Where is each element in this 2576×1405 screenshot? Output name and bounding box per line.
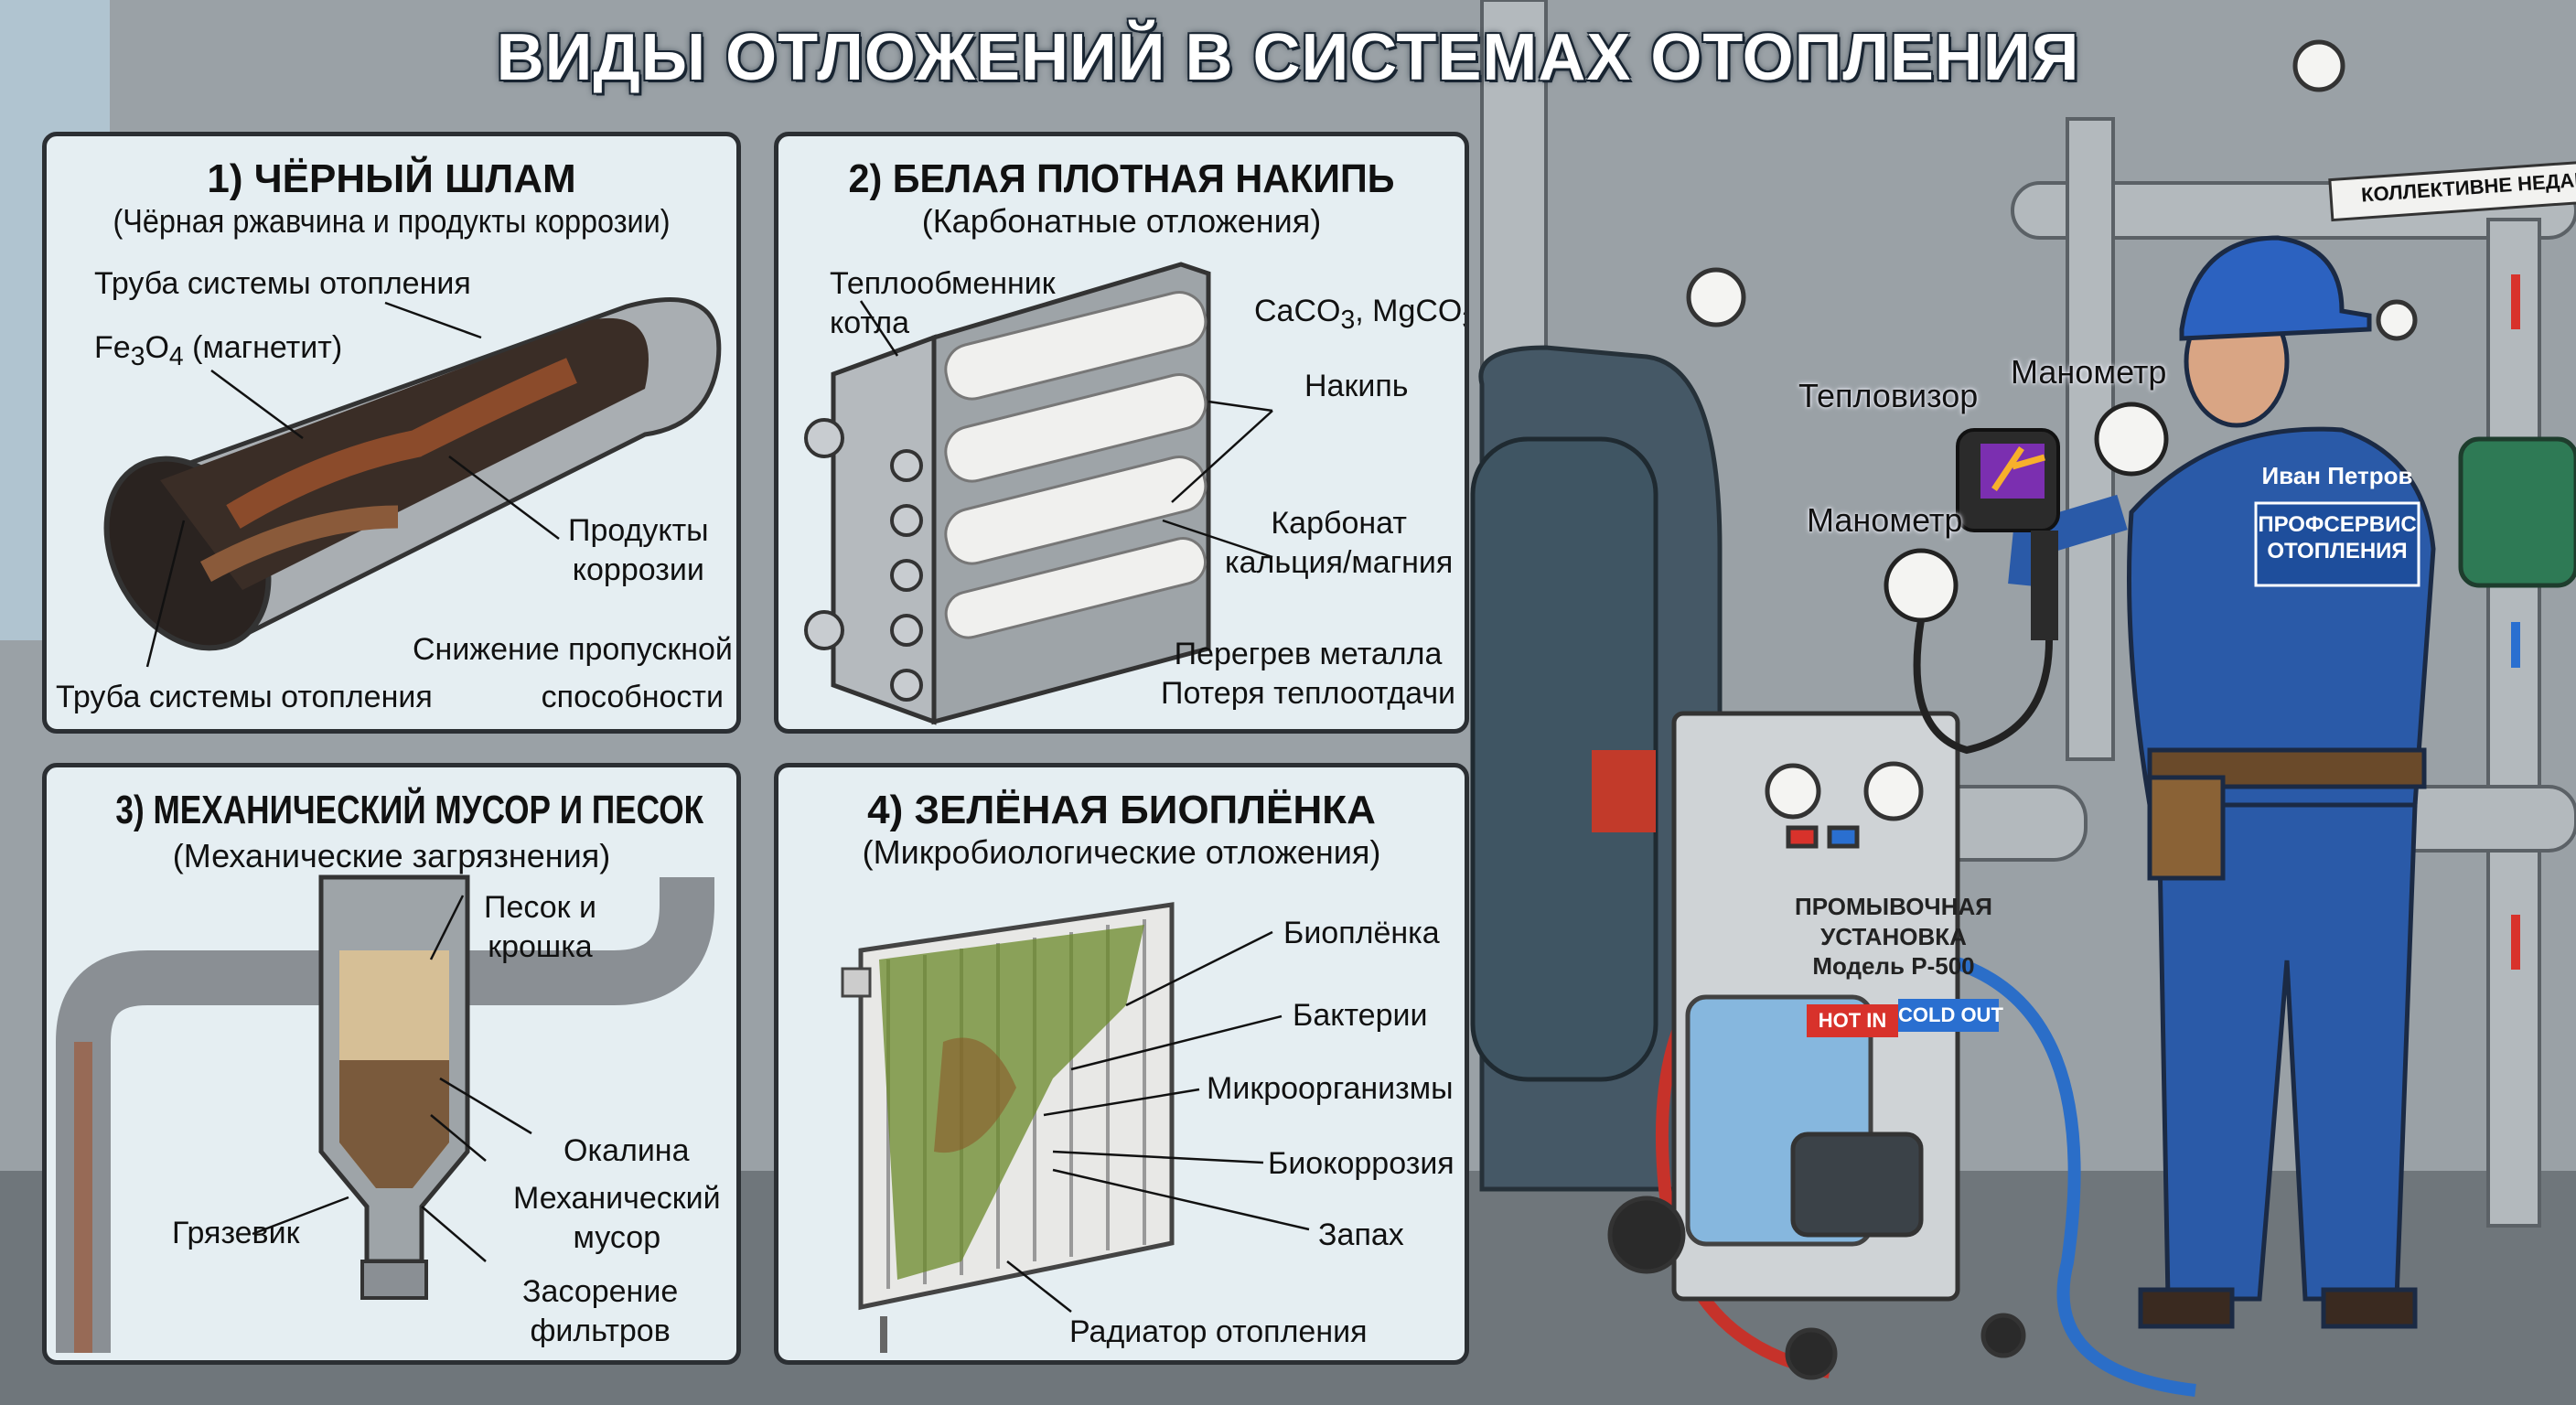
worker-name: Иван Петров bbox=[2261, 462, 2413, 489]
label-biocorrosion: Биокоррозия bbox=[1268, 1146, 1454, 1181]
label-pipe-top: Труба системы отопления bbox=[94, 266, 471, 301]
panel-subtitle: (Чёрная ржавчина и продукты коррозии) bbox=[113, 202, 671, 240]
formula-part: , MgCO bbox=[1355, 294, 1463, 328]
thermal-camera-label: Тепловизор bbox=[1798, 377, 1979, 414]
label-odor: Запах bbox=[1318, 1217, 1404, 1252]
infographic-title: ВИДЫ ОТЛОЖЕНИЙ В СИСТЕМАХ ОТОПЛЕНИЯ bbox=[496, 21, 2080, 94]
radiator-illustration bbox=[841, 902, 1310, 1353]
corroded-pipe-illustration bbox=[103, 297, 722, 668]
heat-exchanger-illustration bbox=[804, 262, 1273, 725]
label-scale: Накипь bbox=[1304, 369, 1409, 403]
panel-heading: 2) БЕЛАЯ ПЛОТНАЯ НАКИПЬ bbox=[848, 156, 1395, 201]
panel-subtitle: (Карбонатные отложения) bbox=[921, 202, 1322, 240]
label-formula: CaCO3, MgCO3 bbox=[1254, 292, 1465, 337]
gauge-label-upper: Манометр bbox=[2011, 353, 2167, 391]
panel-green-biofilm: 4) ЗЕЛЁНАЯ БИОПЛЁНКА (Микробиологические… bbox=[774, 763, 1469, 1365]
formula-sub: 3 bbox=[1340, 305, 1356, 335]
label-microorganisms: Микроорганизмы bbox=[1207, 1071, 1454, 1106]
formula-sub: 3 bbox=[130, 341, 145, 371]
panel-subtitle: (Микробиологические отложения) bbox=[862, 833, 1381, 871]
label-sand: Песок и крошка bbox=[484, 890, 596, 964]
label-scale-flakes: Окалина bbox=[564, 1133, 690, 1168]
panel-heading: 3) МЕХАНИЧЕСКИЙ МУСОР И ПЕСОК bbox=[115, 788, 704, 832]
flush-unit-label: ПРОМЫВОЧНАЯ УСТАНОВКА Модель Р-500 bbox=[1795, 893, 1992, 980]
label-radiator: Радиатор отопления bbox=[1069, 1314, 1368, 1349]
label-strainer: Грязевик bbox=[172, 1216, 300, 1250]
gauge-label-lower: Манометр bbox=[1807, 501, 1963, 539]
panel-black-sludge: 1) ЧЁРНЫЙ ШЛАМ (Чёрная ржавчина и продук… bbox=[42, 132, 741, 734]
panel-subtitle: (Механические загрязнения) bbox=[172, 837, 611, 874]
formula-part: CaCO bbox=[1254, 294, 1341, 328]
panel-heading: 1) ЧЁРНЫЙ ШЛАМ bbox=[207, 156, 576, 201]
cold-out-label: COLD OUT bbox=[1898, 999, 2003, 1032]
label-magnetite: Fe3O4 (магнетит) bbox=[94, 328, 342, 373]
label-reduced-capacity-1: Снижение пропускной bbox=[413, 632, 733, 667]
label-effects: Перегрев металла Потеря теплоотдачи bbox=[1161, 637, 1456, 711]
panel-white-scale: 2) БЕЛАЯ ПЛОТНАЯ НАКИПЬ (Карбонатные отл… bbox=[774, 132, 1469, 734]
formula-part: O bbox=[145, 330, 169, 365]
strainer-illustration bbox=[56, 874, 714, 1353]
label-debris: Механический мусор bbox=[513, 1181, 721, 1255]
formula-sub: 3 bbox=[1462, 306, 1465, 335]
hot-in-label: HOT IN bbox=[1807, 1004, 1898, 1037]
panel-mechanical-debris: 3) МЕХАНИЧЕСКИЙ МУСОР И ПЕСОК (Механичес… bbox=[42, 763, 741, 1365]
label-biofilm: Биоплёнка bbox=[1283, 916, 1440, 950]
label-carbonate: Карбонат кальция/магния bbox=[1225, 506, 1454, 580]
label-clogging: Засорение фильтров bbox=[522, 1274, 679, 1348]
formula-sub: 4 bbox=[168, 341, 184, 371]
panel-heading: 4) ЗЕЛЁНАЯ БИОПЛЁНКА bbox=[867, 788, 1376, 832]
worker-badge: ПРОФСЕРВИС ОТОПЛЕНИЯ bbox=[2258, 512, 2417, 563]
label-reduced-capacity-2: способности bbox=[541, 680, 724, 714]
label-corrosion-products: Продукты коррозии bbox=[568, 513, 709, 587]
label-pipe-bottom: Труба системы отопления bbox=[56, 680, 433, 714]
formula-part: (магнетит) bbox=[183, 330, 343, 365]
label-bacteria: Бактерии bbox=[1293, 998, 1428, 1033]
formula-part: Fe bbox=[94, 330, 131, 365]
label-heat-exchanger: Теплообменник котла bbox=[830, 266, 1056, 340]
